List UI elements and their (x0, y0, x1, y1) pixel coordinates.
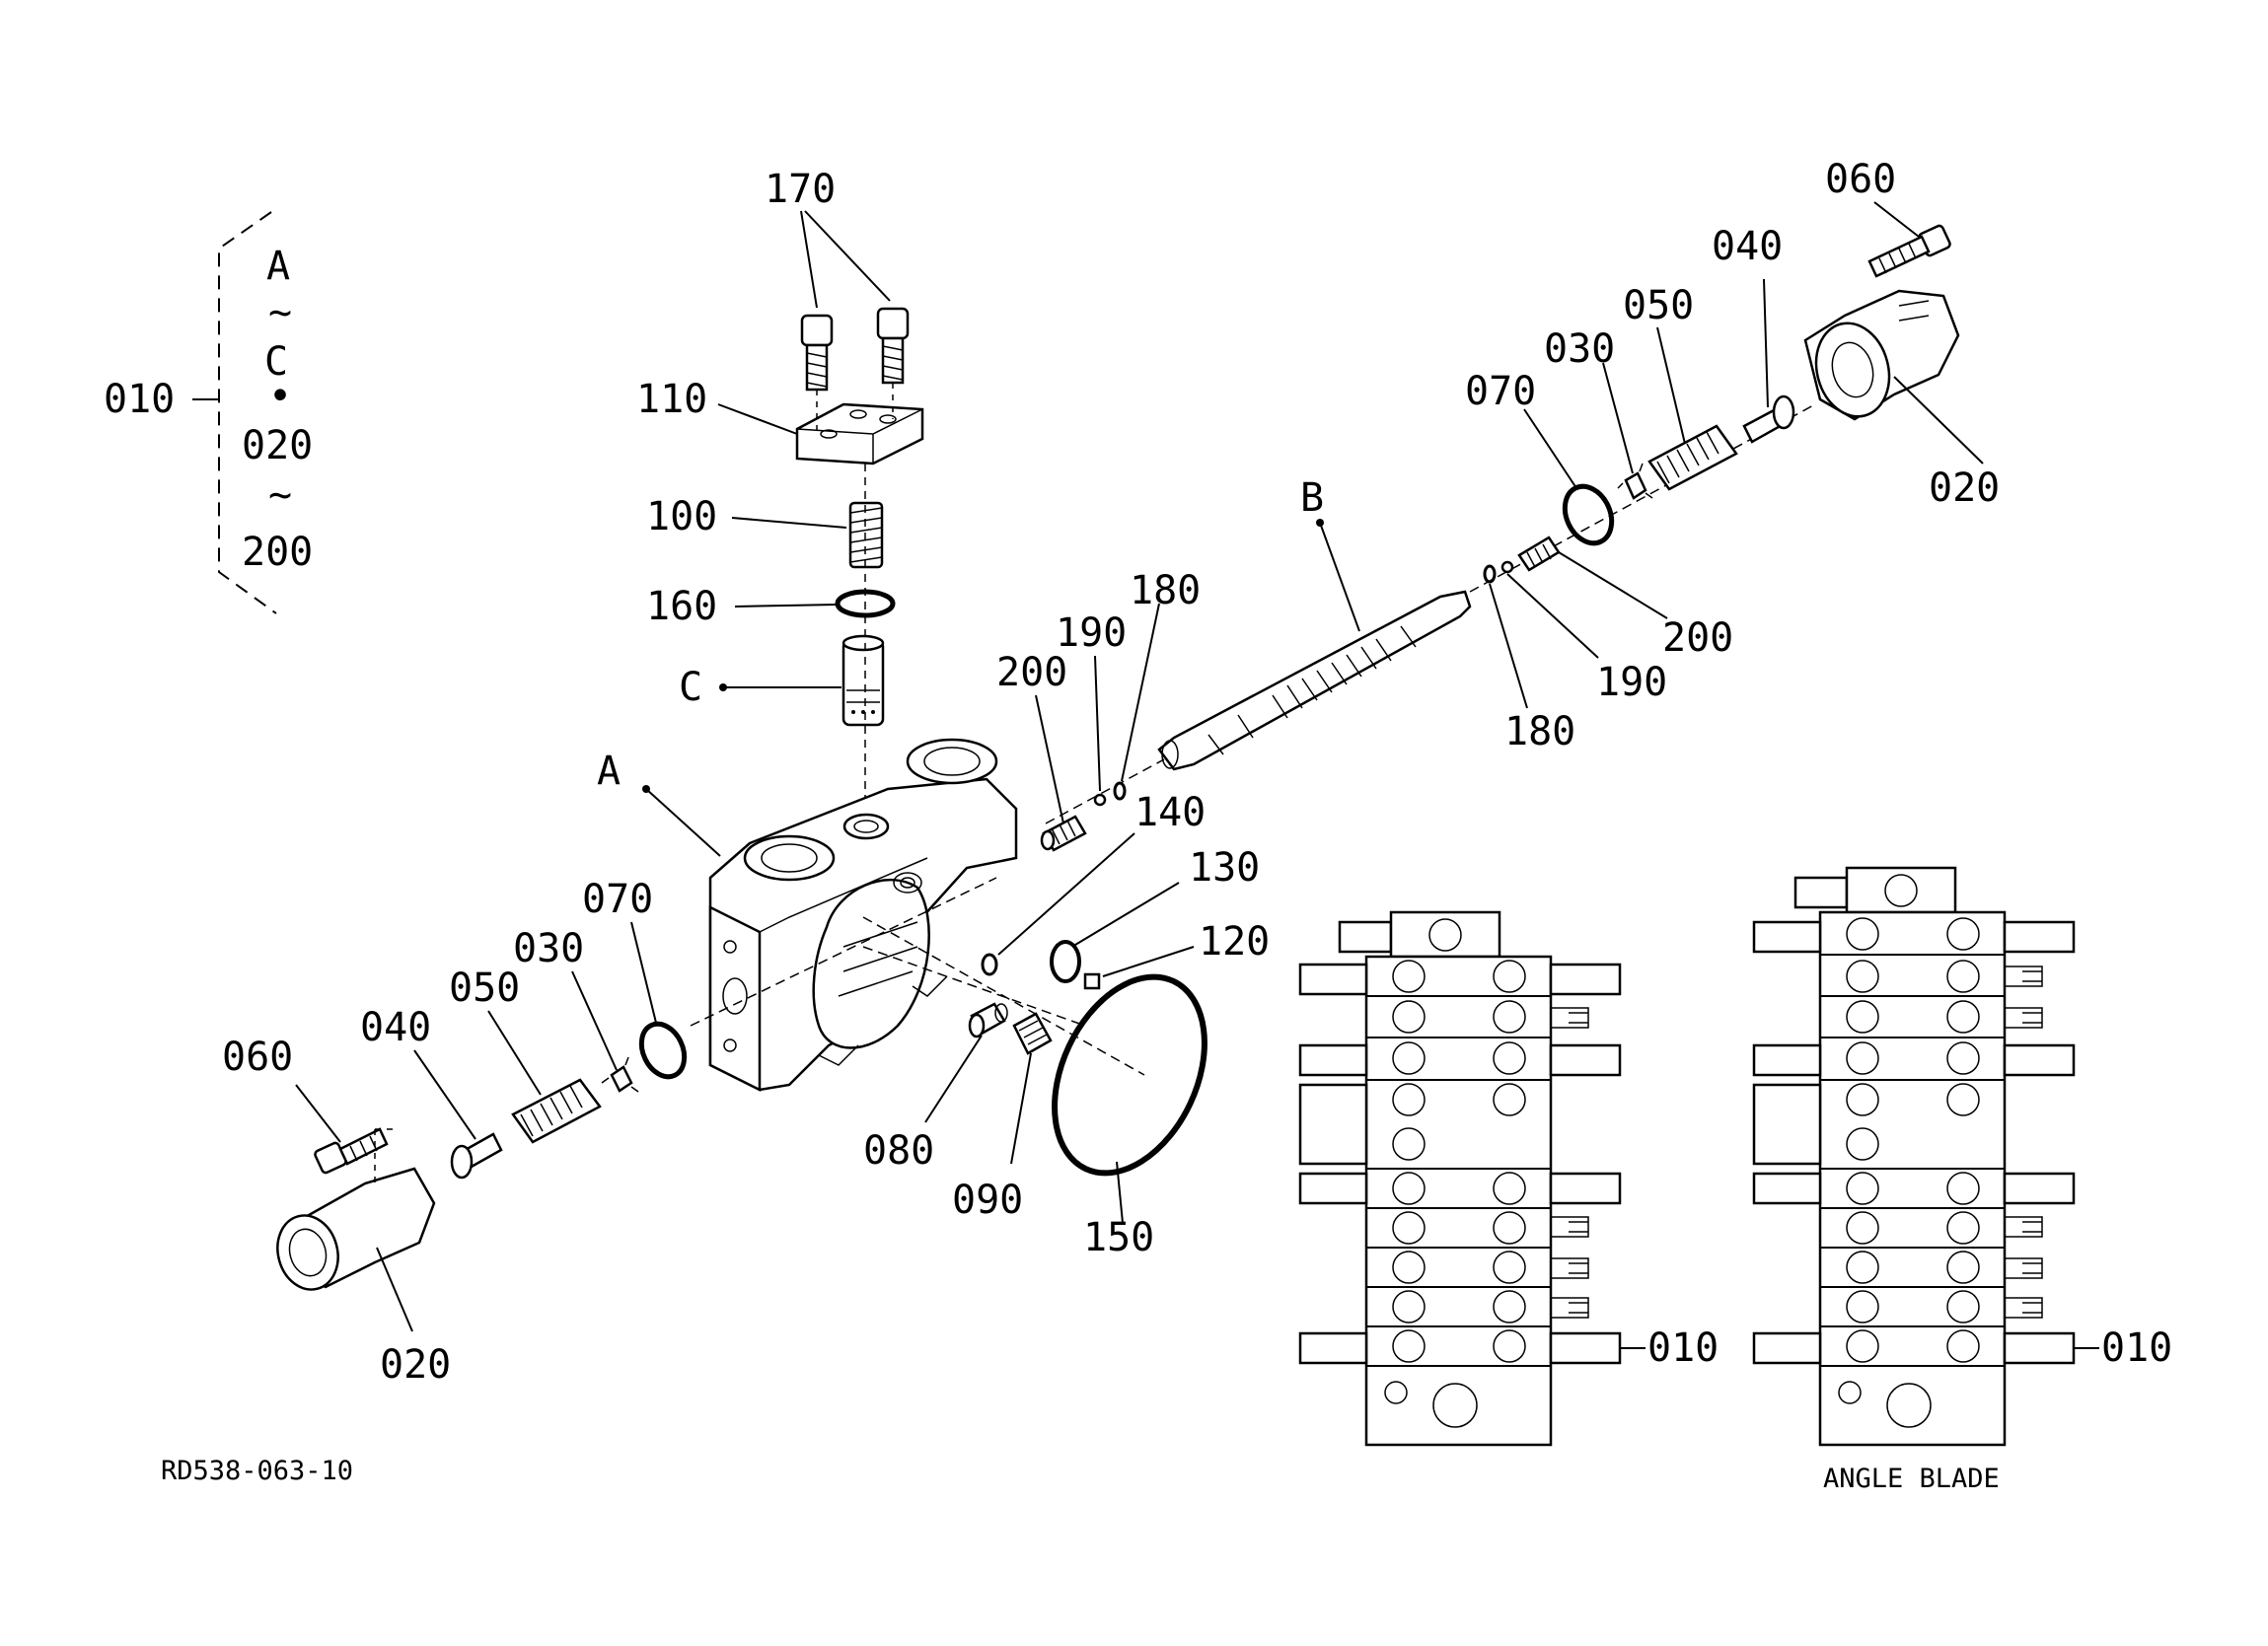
o-ring-140 (981, 953, 998, 976)
callout-080: 080 (863, 1128, 934, 1174)
assembly-bracket: 010 A ~ C • 020 ~ 200 (104, 211, 313, 614)
callout-050-left: 050 (449, 966, 520, 1011)
drawing-number: RD538-063-10 (161, 1456, 353, 1486)
callout-160: 160 (646, 584, 717, 629)
bolt-170-right (876, 307, 910, 385)
callout-190-right: 190 (1596, 660, 1667, 705)
valve-body-a (708, 738, 1018, 1093)
callout-c: C (679, 665, 702, 710)
cap-020-right (1803, 289, 1960, 421)
callout-b: B (1300, 475, 1324, 521)
stopper-040-right (1742, 394, 1795, 444)
bracket-item-020: 020 (242, 423, 313, 468)
callout-200-upper: 200 (996, 650, 1067, 695)
bracket-item-200: 200 (242, 530, 313, 575)
callout-020-left: 020 (380, 1342, 451, 1388)
callout-060-left: 060 (222, 1035, 293, 1080)
callout-200-right: 200 (1662, 615, 1733, 661)
o-ring-070-right (1562, 483, 1615, 546)
spring-050-left (511, 1078, 602, 1144)
callout-110: 110 (636, 377, 707, 422)
valve-stack-standard (1298, 910, 1646, 1447)
plug-120 (1083, 972, 1101, 990)
callout-130: 130 (1189, 845, 1260, 891)
retainer-030-right (1617, 463, 1653, 500)
callout-040-left: 040 (360, 1005, 431, 1050)
plug-200-upper (1040, 815, 1087, 852)
angle-blade-caption: ANGLE BLADE (1823, 1464, 2000, 1494)
callout-010-angle-blade: 010 (2101, 1325, 2172, 1371)
o-ring-180-upper (1113, 781, 1127, 801)
callout-100: 100 (646, 494, 717, 539)
screw-090 (1012, 1012, 1053, 1055)
o-ring-070-left (638, 1021, 688, 1080)
callout-060-right: 060 (1825, 157, 1896, 202)
bracket-item-dot: • (268, 374, 292, 419)
spring-050-right (1647, 424, 1738, 491)
callout-030-left: 030 (513, 926, 584, 971)
callout-120: 120 (1199, 919, 1270, 965)
valve-stack-angle-blade (1752, 866, 2099, 1447)
cap-020-left (276, 1128, 436, 1291)
callout-070-right: 070 (1465, 369, 1536, 414)
o-ring-150 (1052, 973, 1207, 1177)
stopper-040-left (450, 1132, 503, 1180)
o-ring-180-right (1483, 564, 1497, 584)
callout-040-right: 040 (1712, 224, 1783, 269)
spool-b (1157, 590, 1472, 771)
callout-a: A (597, 749, 621, 794)
spring-100 (848, 501, 884, 569)
bolt-060-left (314, 1127, 389, 1175)
callout-020-right: 020 (1929, 465, 2000, 511)
callout-140: 140 (1134, 790, 1206, 835)
callout-180-upper: 180 (1130, 568, 1201, 613)
callout-050-right: 050 (1623, 283, 1694, 328)
bracket-item-c: C (264, 339, 288, 385)
callout-090: 090 (952, 1178, 1023, 1223)
bracket-label-010: 010 (104, 377, 175, 422)
bracket-item-tilde-1: ~ (268, 290, 292, 335)
washer-190-upper (1093, 793, 1107, 807)
plate-110 (795, 383, 924, 465)
callout-070-left: 070 (582, 877, 653, 922)
plug-080 (968, 1002, 1008, 1038)
callout-150: 150 (1083, 1215, 1154, 1260)
bolt-060-right (1867, 224, 1951, 278)
callout-170: 170 (765, 167, 836, 212)
washer-190-right (1500, 560, 1514, 574)
callout-190-upper: 190 (1056, 610, 1127, 656)
sleeve-c (841, 634, 885, 727)
retainer-030-left (601, 1056, 639, 1093)
bolt-170-left (800, 314, 834, 392)
plug-200-right (1517, 536, 1561, 572)
callout-180-right: 180 (1504, 709, 1575, 754)
o-ring-130 (1050, 940, 1081, 983)
callout-010-standard: 010 (1647, 1325, 1719, 1371)
bracket-item-a: A (266, 244, 290, 289)
bracket-item-tilde-2: ~ (268, 472, 292, 518)
callout-030-right: 030 (1544, 326, 1615, 372)
